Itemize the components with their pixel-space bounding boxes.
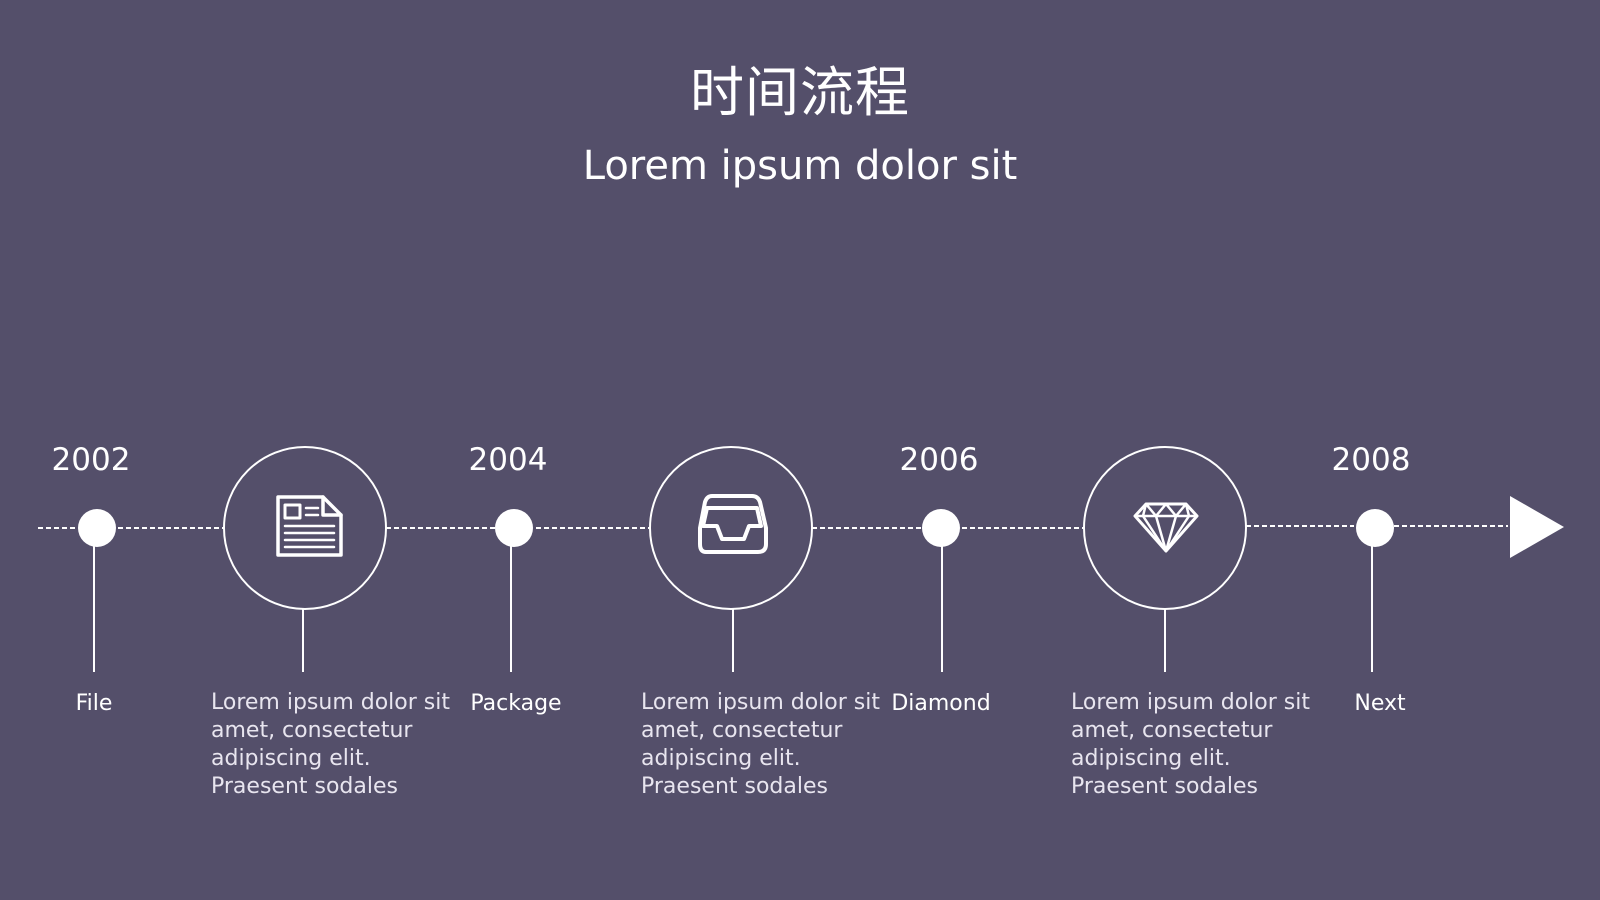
newspaper-icon (276, 495, 343, 557)
milestone-node (922, 509, 960, 672)
arrow-right-icon (1510, 496, 1564, 558)
step-circle (1083, 446, 1247, 672)
milestone-label: Next (1354, 691, 1406, 716)
milestone-year: 2002 (51, 442, 131, 478)
milestone-year: 2004 (468, 442, 548, 478)
timeline-axis (38, 525, 1508, 529)
milestone-year: 2006 (899, 442, 979, 478)
milestone-node (1356, 509, 1394, 672)
step-circle (223, 446, 387, 672)
step-circle (649, 446, 813, 672)
milestone-label: Diamond (891, 691, 991, 716)
milestone-node (78, 509, 116, 672)
milestone-label: Package (470, 691, 562, 716)
step-description: Lorem ipsum dolor sit amet, consectetur … (211, 690, 450, 799)
inbox-tray-icon (698, 494, 768, 554)
page-subtitle: Lorem ipsum dolor sit (582, 143, 1018, 189)
milestone-node (495, 509, 533, 672)
page-title: 时间流程 (690, 61, 910, 124)
step-description: Lorem ipsum dolor sit amet, consectetur … (1071, 690, 1310, 799)
milestone-year: 2008 (1331, 442, 1411, 478)
milestone-label: File (75, 691, 113, 716)
diamond-icon (1133, 502, 1199, 553)
step-description: Lorem ipsum dolor sit amet, consectetur … (641, 690, 880, 799)
